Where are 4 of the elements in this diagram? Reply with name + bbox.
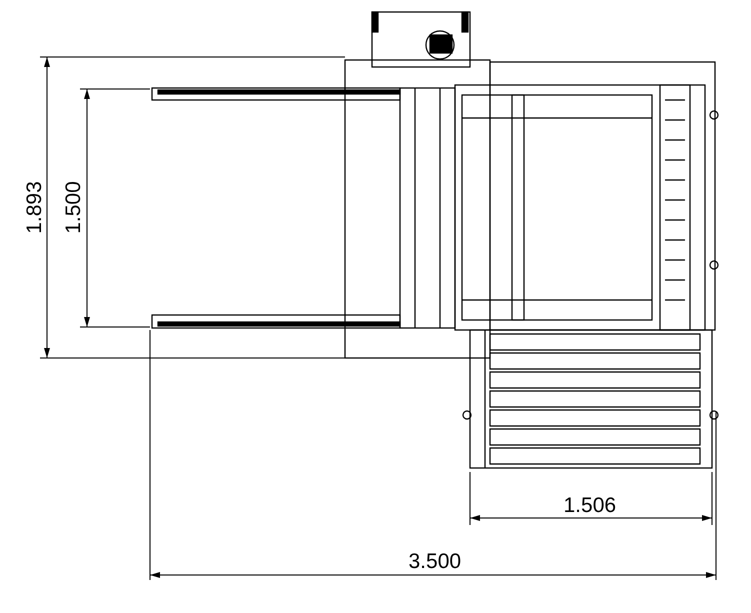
dimension-label: 1.500 (62, 180, 84, 234)
dimension-label: 1.506 (564, 494, 616, 516)
dimension-label: 3.500 (408, 550, 462, 572)
dimension-label: 1.893 (23, 180, 44, 234)
